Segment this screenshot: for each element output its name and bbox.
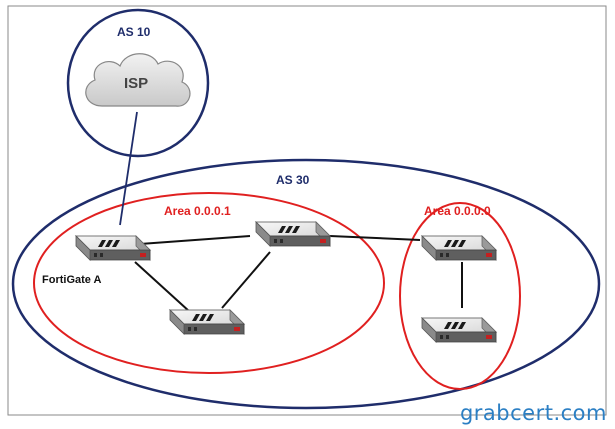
area-0000-label: Area 0.0.0.0 — [424, 204, 491, 218]
link-fga-r3 — [134, 261, 191, 313]
fortigate-a-label: FortiGate A — [42, 274, 102, 286]
area-0001-boundary — [33, 192, 385, 374]
as10-boundary — [66, 8, 210, 158]
link-r2-r3 — [221, 251, 271, 309]
as30-boundary — [11, 158, 601, 410]
isp-link — [119, 111, 138, 226]
link-r2-r4 — [329, 235, 421, 241]
watermark-text: grabcert.com — [459, 401, 607, 425]
isp-label: ISP — [124, 75, 148, 92]
area-0001-label: Area 0.0.0.1 — [164, 204, 231, 218]
area-0000-boundary — [399, 202, 521, 390]
as10-label: AS 10 — [117, 25, 151, 39]
as30-label: AS 30 — [276, 173, 310, 187]
link-fga-r2 — [139, 235, 251, 245]
isp-cloud-icon — [85, 53, 191, 107]
